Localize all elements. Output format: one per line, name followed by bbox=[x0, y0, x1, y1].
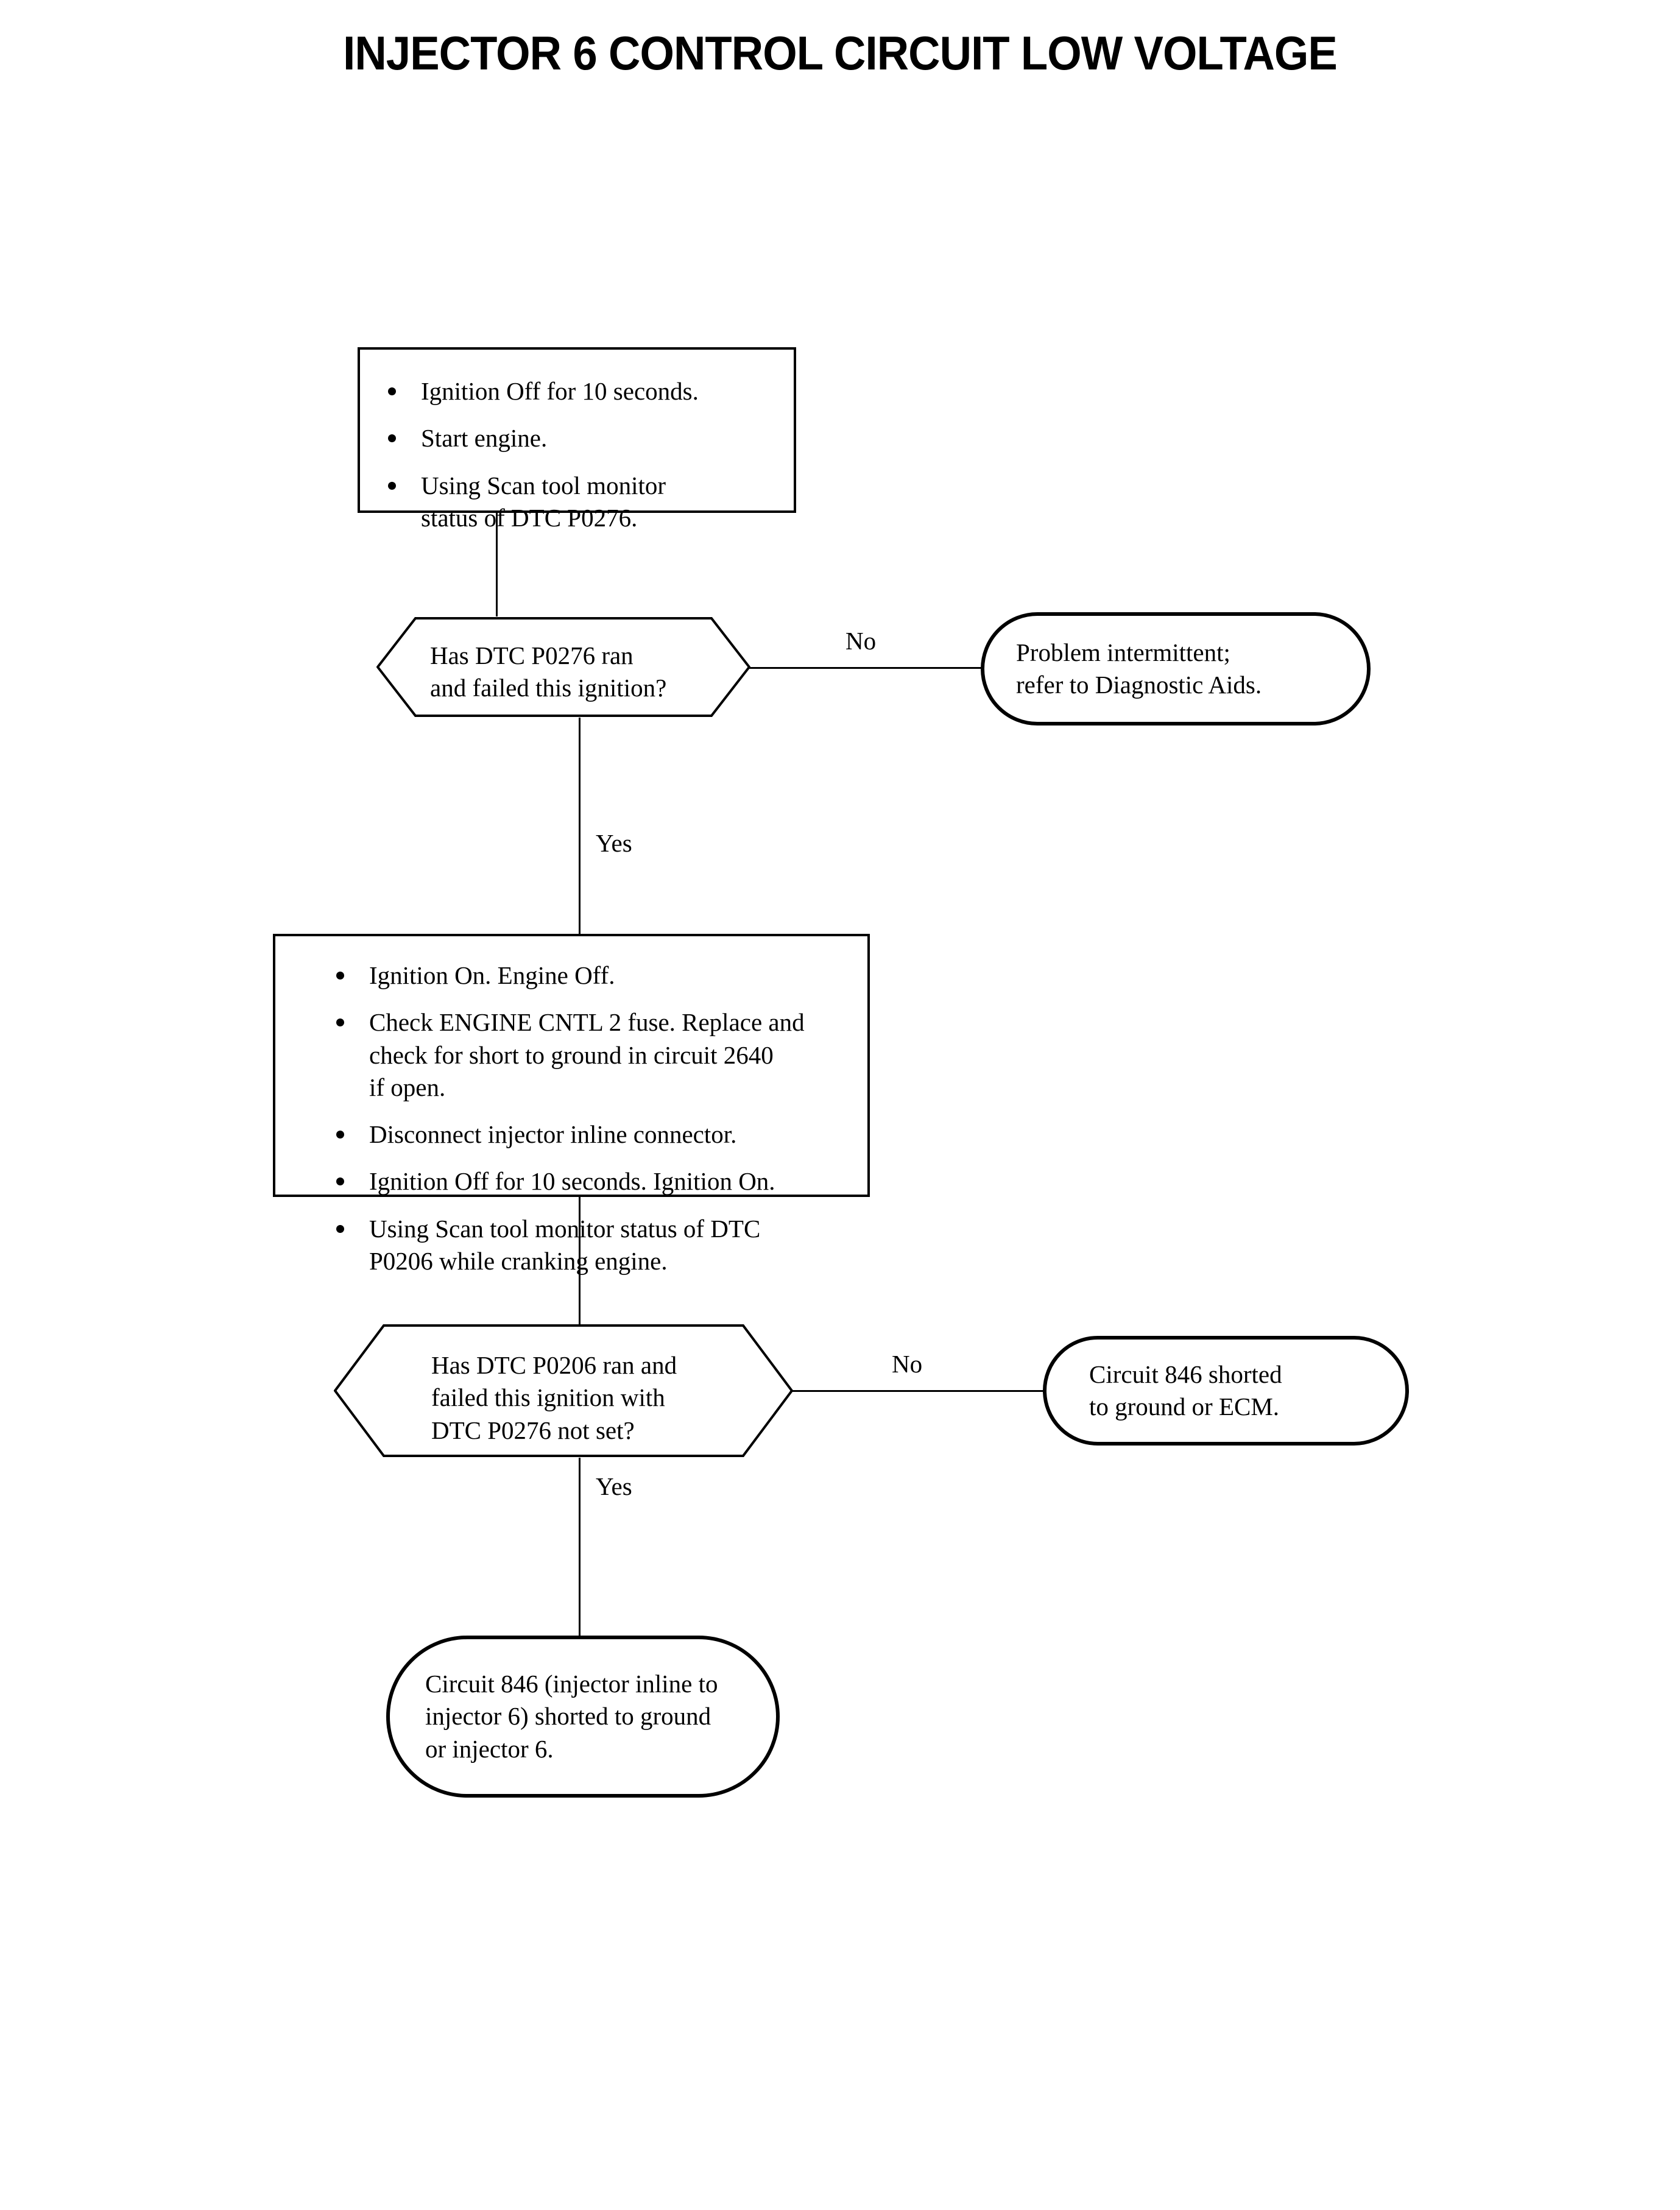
process-box-step2: Ignition On. Engine Off. Check ENGINE CN… bbox=[273, 934, 870, 1275]
list-item: Check ENGINE CNTL 2 fuse. Replace and ch… bbox=[331, 1006, 853, 1104]
list-item: Disconnect injector inline connector. bbox=[331, 1118, 853, 1151]
connector-step1-to-decision1 bbox=[496, 513, 498, 616]
list-item: Start engine. bbox=[383, 422, 779, 454]
list-item: Ignition Off for 10 seconds. Ignition On… bbox=[331, 1165, 853, 1198]
process-box-step1: Ignition Off for 10 seconds. Start engin… bbox=[358, 347, 796, 532]
branch-label-no-1: No bbox=[845, 627, 877, 655]
decision-1-label: Has DTC P0276 ran and failed this igniti… bbox=[430, 641, 667, 702]
terminator-1-label: Problem intermittent; refer to Diagnosti… bbox=[1016, 638, 1262, 699]
terminator-3-label: Circuit 846 (injector inline to injector… bbox=[425, 1670, 718, 1763]
decision-2-label: Has DTC P0206 ran and failed this igniti… bbox=[431, 1351, 677, 1444]
terminator-outcome-2: Circuit 846 shorted to ground or ECM. bbox=[1043, 1336, 1409, 1446]
connector-step2-to-decision2 bbox=[579, 1197, 581, 1325]
decision-hexagon-2: Has DTC P0206 ran and failed this igniti… bbox=[334, 1324, 793, 1458]
connector-decision1-no bbox=[749, 667, 982, 669]
list-item: Using Scan tool monitor status of DTC P0… bbox=[383, 470, 779, 535]
branch-label-yes-1: Yes bbox=[596, 829, 632, 857]
list-item: Ignition On. Engine Off. bbox=[331, 959, 853, 992]
terminator-outcome-1: Problem intermittent; refer to Diagnosti… bbox=[981, 612, 1371, 725]
list-item: Ignition Off for 10 seconds. bbox=[383, 375, 779, 408]
decision-hexagon-1: Has DTC P0276 ran and failed this igniti… bbox=[376, 616, 750, 718]
step1-bullet-list: Ignition Off for 10 seconds. Start engin… bbox=[360, 350, 794, 534]
step2-bullet-list: Ignition On. Engine Off. Check ENGINE CN… bbox=[275, 936, 867, 1277]
terminator-2-label: Circuit 846 shorted to ground or ECM. bbox=[1089, 1360, 1282, 1421]
terminator-outcome-3: Circuit 846 (injector inline to injector… bbox=[386, 1636, 780, 1798]
branch-label-yes-2: Yes bbox=[596, 1472, 632, 1500]
connector-decision1-yes bbox=[579, 718, 581, 934]
connector-decision2-no bbox=[792, 1390, 1045, 1392]
list-item: Using Scan tool monitor status of DTC P0… bbox=[331, 1213, 853, 1278]
page-title: INJECTOR 6 CONTROL CIRCUIT LOW VOLTAGE bbox=[343, 26, 1338, 80]
branch-label-no-2: No bbox=[892, 1350, 923, 1378]
connector-decision2-yes bbox=[579, 1458, 581, 1637]
